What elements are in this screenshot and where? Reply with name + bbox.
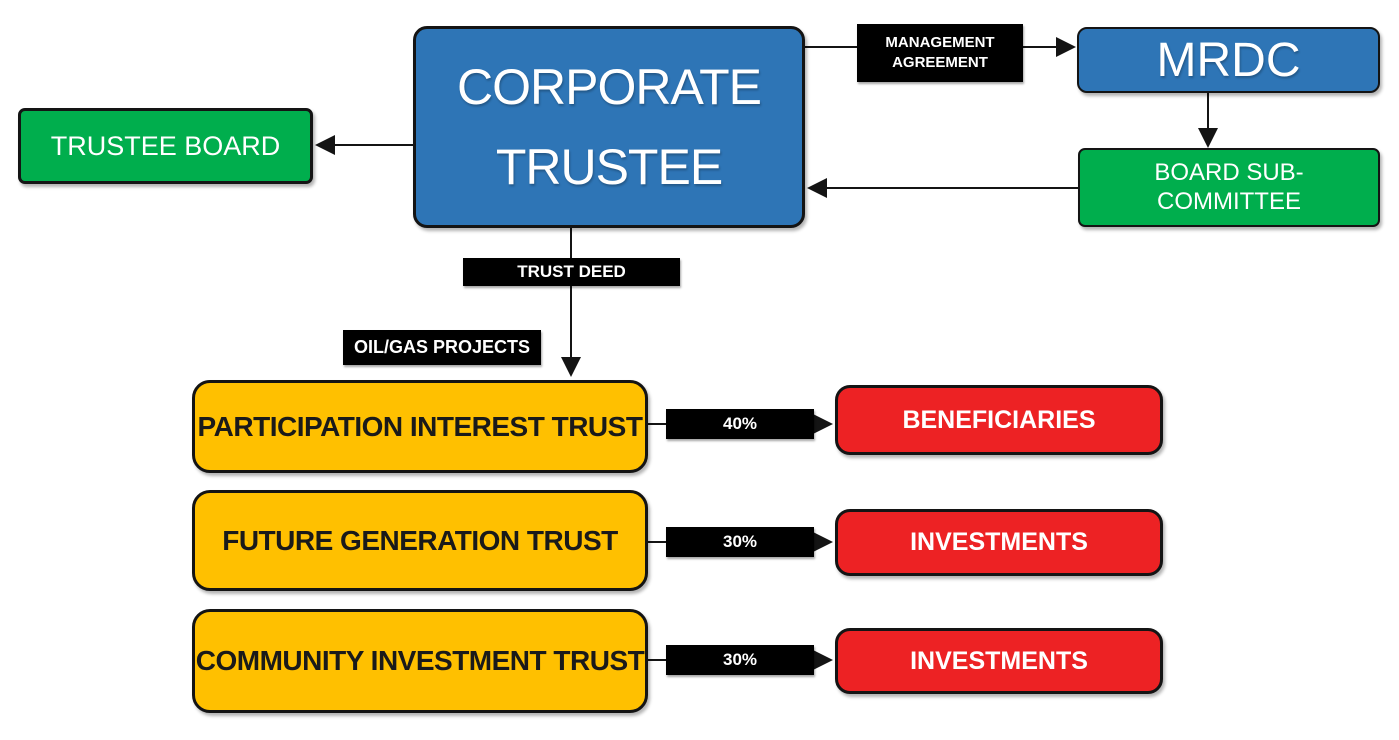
investments-top-node: INVESTMENTS: [835, 509, 1163, 576]
participation-interest-trust-label: PARTICIPATION INTEREST TRUST: [197, 410, 643, 442]
trustee-board-node: TRUSTEE BOARD: [18, 108, 313, 184]
future-generation-share-label: 30%: [722, 532, 758, 551]
oil-gas-projects-label-box: OIL/GAS PROJECTS: [343, 330, 541, 365]
participation-share-label-box: 40%: [666, 409, 814, 439]
investments-top-label: INVESTMENTS: [910, 528, 1088, 556]
management-agreement-label-box: MANAGEMENT AGREEMENT: [857, 24, 1023, 82]
beneficiaries-label: BENEFICIARIES: [902, 405, 1096, 434]
community-investment-trust-node: COMMUNITY INVESTMENT TRUST: [192, 609, 648, 713]
mrdc-node: MRDC: [1077, 27, 1380, 93]
future-generation-trust-label: FUTURE GENERATION TRUST: [222, 524, 618, 556]
community-investment-trust-label: COMMUNITY INVESTMENT TRUST: [195, 645, 645, 676]
beneficiaries-node: BENEFICIARIES: [835, 385, 1163, 455]
trustee-board-label: TRUSTEE BOARD: [50, 130, 281, 161]
mrdc-label: MRDC: [1156, 33, 1301, 87]
corporate-trustee-node: CORPORATE TRUSTEE: [413, 26, 805, 228]
board-sub-committee-node: BOARD SUB- COMMITTEE: [1078, 148, 1380, 227]
trust-deed-label: TRUST DEED: [517, 262, 626, 281]
community-investment-share-label-box: 30%: [666, 645, 814, 675]
participation-interest-trust-node: PARTICIPATION INTEREST TRUST: [192, 380, 648, 473]
community-investment-share-label: 30%: [722, 650, 758, 669]
corporate-trustee-label: CORPORATE TRUSTEE: [457, 59, 762, 195]
future-generation-trust-node: FUTURE GENERATION TRUST: [192, 490, 648, 591]
investments-bottom-label: INVESTMENTS: [910, 646, 1088, 675]
oil-gas-projects-label: OIL/GAS PROJECTS: [353, 337, 531, 357]
investments-bottom-node: INVESTMENTS: [835, 628, 1163, 694]
management-agreement-label: MANAGEMENT AGREEMENT: [885, 33, 995, 71]
future-generation-share-label-box: 30%: [666, 527, 814, 557]
board-sub-committee-label: BOARD SUB- COMMITTEE: [1154, 158, 1304, 215]
participation-share-label: 40%: [722, 414, 758, 433]
trust-deed-label-box: TRUST DEED: [463, 258, 680, 286]
